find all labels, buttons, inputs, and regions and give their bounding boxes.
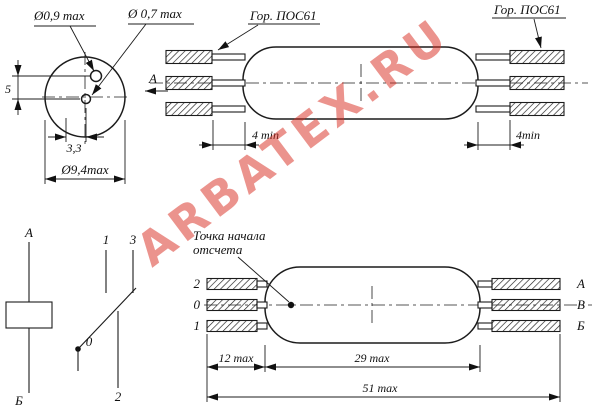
leads-right [477, 277, 561, 333]
lead-wire [477, 301, 493, 309]
tinned-lead [491, 319, 561, 333]
solder-note-right: Гор. ПОС61 [493, 2, 561, 17]
heater-element [5, 301, 53, 329]
tinned-lead [206, 298, 258, 312]
contact-label-1: 1 [103, 232, 110, 247]
tinned-lead [491, 277, 561, 291]
left-pin-label-1: 1 [194, 318, 201, 333]
lead-wire [211, 79, 246, 87]
left-pin-label-0: 0 [194, 297, 201, 312]
dim-body-label: 29 max [355, 351, 391, 365]
tinned-lead [165, 49, 213, 65]
tinned-lead [509, 49, 565, 65]
solder-clearance-right: 4min [516, 128, 540, 142]
lead-wire [256, 301, 268, 309]
solder-note-left: Гор. ПОС61 [249, 8, 317, 23]
contact-label-2: 2 [115, 389, 122, 404]
lead-wire [475, 79, 511, 87]
movable-blade [77, 287, 137, 350]
leads-left [165, 49, 246, 117]
lead-wire [475, 105, 511, 113]
lead-wire [256, 280, 268, 288]
side-view-top: Гор. ПОС61 Гор. ПОС61 4 min 4min [150, 2, 588, 150]
lead-wire [211, 105, 246, 113]
reference-note-line2: отсчета [193, 242, 243, 257]
heater-terminal-a: А [24, 225, 33, 240]
body-outline-circle [44, 56, 126, 138]
leader-arrow [91, 23, 147, 96]
reference-point-dot [287, 301, 295, 309]
tinned-lead [206, 277, 258, 291]
left-pin-label-2: 2 [194, 276, 201, 291]
heater-terminal-b: Б [14, 393, 23, 408]
dim-overall-label: 51 max [363, 381, 399, 395]
leader-arrow [533, 18, 542, 49]
tinned-lead [206, 319, 258, 333]
pin-hole-small [80, 93, 92, 105]
tinned-lead [165, 101, 213, 117]
right-pin-label-a: А [576, 276, 585, 291]
leads-left [206, 277, 268, 333]
tinned-lead [165, 75, 213, 91]
tinned-lead [491, 298, 561, 312]
pin-diameter-label-2: Ø 0,7 max [127, 6, 182, 21]
solder-clearance-left: 4 min [252, 128, 279, 142]
right-pin-label-v: В [577, 297, 585, 312]
contact-label-0: 0 [86, 334, 93, 349]
pitch-h-label: 3,3 [66, 141, 82, 155]
side-view-bottom: 2 0 1 А В Б Точка начала отсчета 12 max … [193, 228, 592, 402]
pin-diameter-label-1: Ø0,9 max [33, 8, 85, 23]
body-diameter-label: Ø9,4max [60, 162, 109, 177]
pin-hole-large [89, 69, 103, 83]
lead-wire [475, 53, 511, 61]
view-label: А [148, 71, 157, 86]
leader-arrow [69, 25, 95, 72]
reference-note-line1: Точка начала [193, 228, 266, 243]
end-view: Ø0,9 max Ø 0,7 max 5 3,3 Ø9,4max А [5, 6, 194, 184]
tinned-lead [509, 101, 565, 117]
lead-wire [211, 53, 246, 61]
lead-wire [477, 322, 493, 330]
right-pin-label-b: Б [576, 318, 585, 333]
dim-lead-label: 12 max [219, 351, 255, 365]
leader-line [237, 256, 290, 303]
schematic-symbol: А Б 1 3 0 2 [5, 225, 137, 408]
lead-wire [256, 322, 268, 330]
contact-label-3: 3 [129, 232, 137, 247]
tinned-lead [509, 75, 565, 91]
pitch-v-label: 5 [5, 82, 11, 96]
leader-arrow [217, 24, 259, 51]
lead-wire [477, 280, 493, 288]
leads-right [475, 49, 565, 117]
